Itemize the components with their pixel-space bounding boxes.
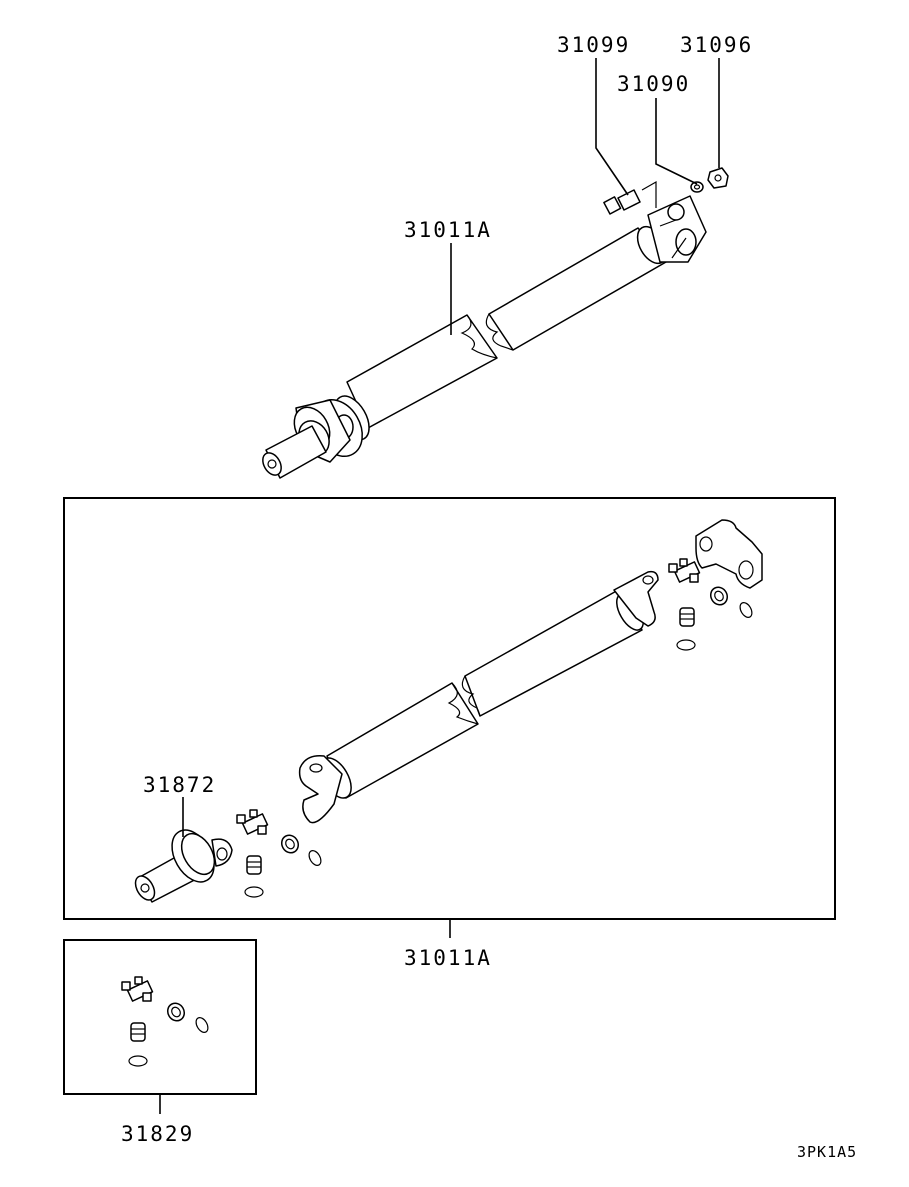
label-31872: 31872: [143, 773, 216, 797]
label-31011a-top: 31011A: [404, 218, 492, 242]
spider-right: [668, 558, 701, 583]
bearing-cup-left-b: [280, 834, 300, 854]
label-31099: 31099: [557, 33, 630, 57]
diagram-code: 3PK1A5: [797, 1143, 857, 1161]
joint-kit-frame: [63, 939, 257, 1095]
spider-left: [236, 809, 269, 835]
label-31011a-exploded: 31011A: [404, 946, 492, 970]
snap-ring-kit-b: [195, 1017, 209, 1033]
bearing-cup-right-b: [709, 586, 729, 606]
snap-ring-kit-a: [128, 1055, 148, 1067]
center-bearing-assembly: [134, 829, 233, 903]
snap-ring-left-b: [308, 850, 322, 866]
bearing-cup-right-a: [679, 607, 695, 627]
snap-ring-right-a: [676, 639, 696, 651]
snap-ring-left-a: [244, 886, 264, 898]
top-leader-lines: [450, 58, 720, 335]
label-31096: 31096: [680, 33, 753, 57]
label-31090: 31090: [617, 72, 690, 96]
bearing-cup-kit-b: [166, 1002, 186, 1022]
assembled-propeller-shaft: [262, 167, 729, 479]
bearing-cup-left-a: [246, 855, 262, 875]
bearing-cup-kit-a: [130, 1022, 146, 1042]
exploded-propeller-shaft: [134, 519, 763, 903]
snap-ring-right-b: [739, 602, 753, 618]
universal-joint-kit: [121, 976, 209, 1067]
spider-kit: [121, 976, 154, 1002]
label-31829: 31829: [121, 1122, 194, 1146]
